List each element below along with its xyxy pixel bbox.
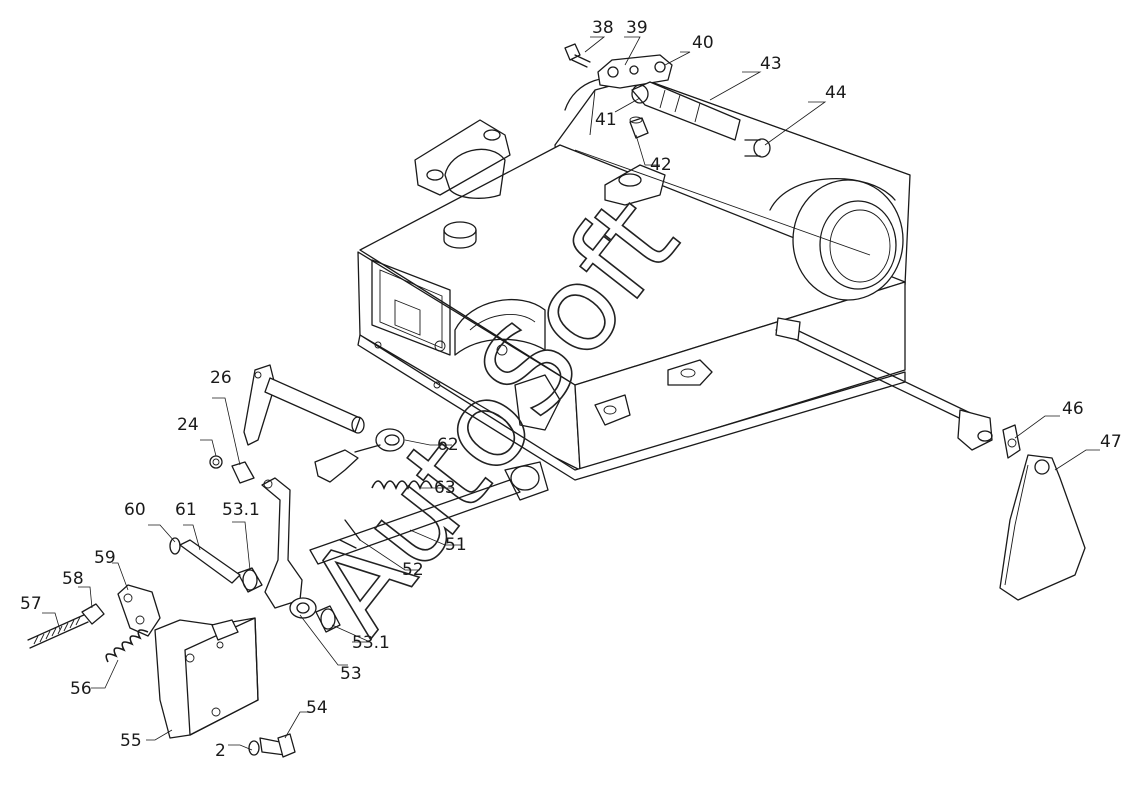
top-parts-group [564,43,771,158]
leader-lines [42,36,1100,751]
callout-59: 59 [94,548,116,568]
callout-42: 42 [650,155,672,175]
long-shaft [775,317,993,451]
callout-24: 24 [177,415,199,435]
callout-40: 40 [692,33,714,53]
callout-44: 44 [825,83,847,103]
callout-52: 52 [402,560,424,580]
callout-60: 60 [124,500,146,520]
callout-57: 57 [20,594,42,614]
callout-39: 39 [626,18,648,38]
callout-53-1-bottom: 53.1 [352,633,390,653]
callout-43: 43 [760,54,782,74]
callout-58: 58 [62,569,84,589]
callout-54: 54 [306,698,328,718]
callout-55: 55 [120,731,142,751]
callout-51: 51 [445,535,467,555]
callout-labels: 38 39 40 41 42 43 44 46 47 26 24 62 63 5… [20,18,1122,761]
callout-26: 26 [210,368,232,388]
callout-56: 56 [70,679,92,699]
callout-61: 61 [175,500,197,520]
callout-62: 62 [437,435,459,455]
callout-38: 38 [592,18,614,38]
bracket-group [27,584,296,758]
lever-group [169,364,549,633]
callout-46: 46 [1062,399,1084,419]
callout-53-1-top: 53.1 [222,500,260,520]
right-parts-group [999,424,1086,601]
callout-47: 47 [1100,432,1122,452]
main-housing [357,77,911,481]
callout-53: 53 [340,664,362,684]
callout-2: 2 [215,741,226,761]
callout-41: 41 [595,110,617,130]
callout-63: 63 [434,478,456,498]
